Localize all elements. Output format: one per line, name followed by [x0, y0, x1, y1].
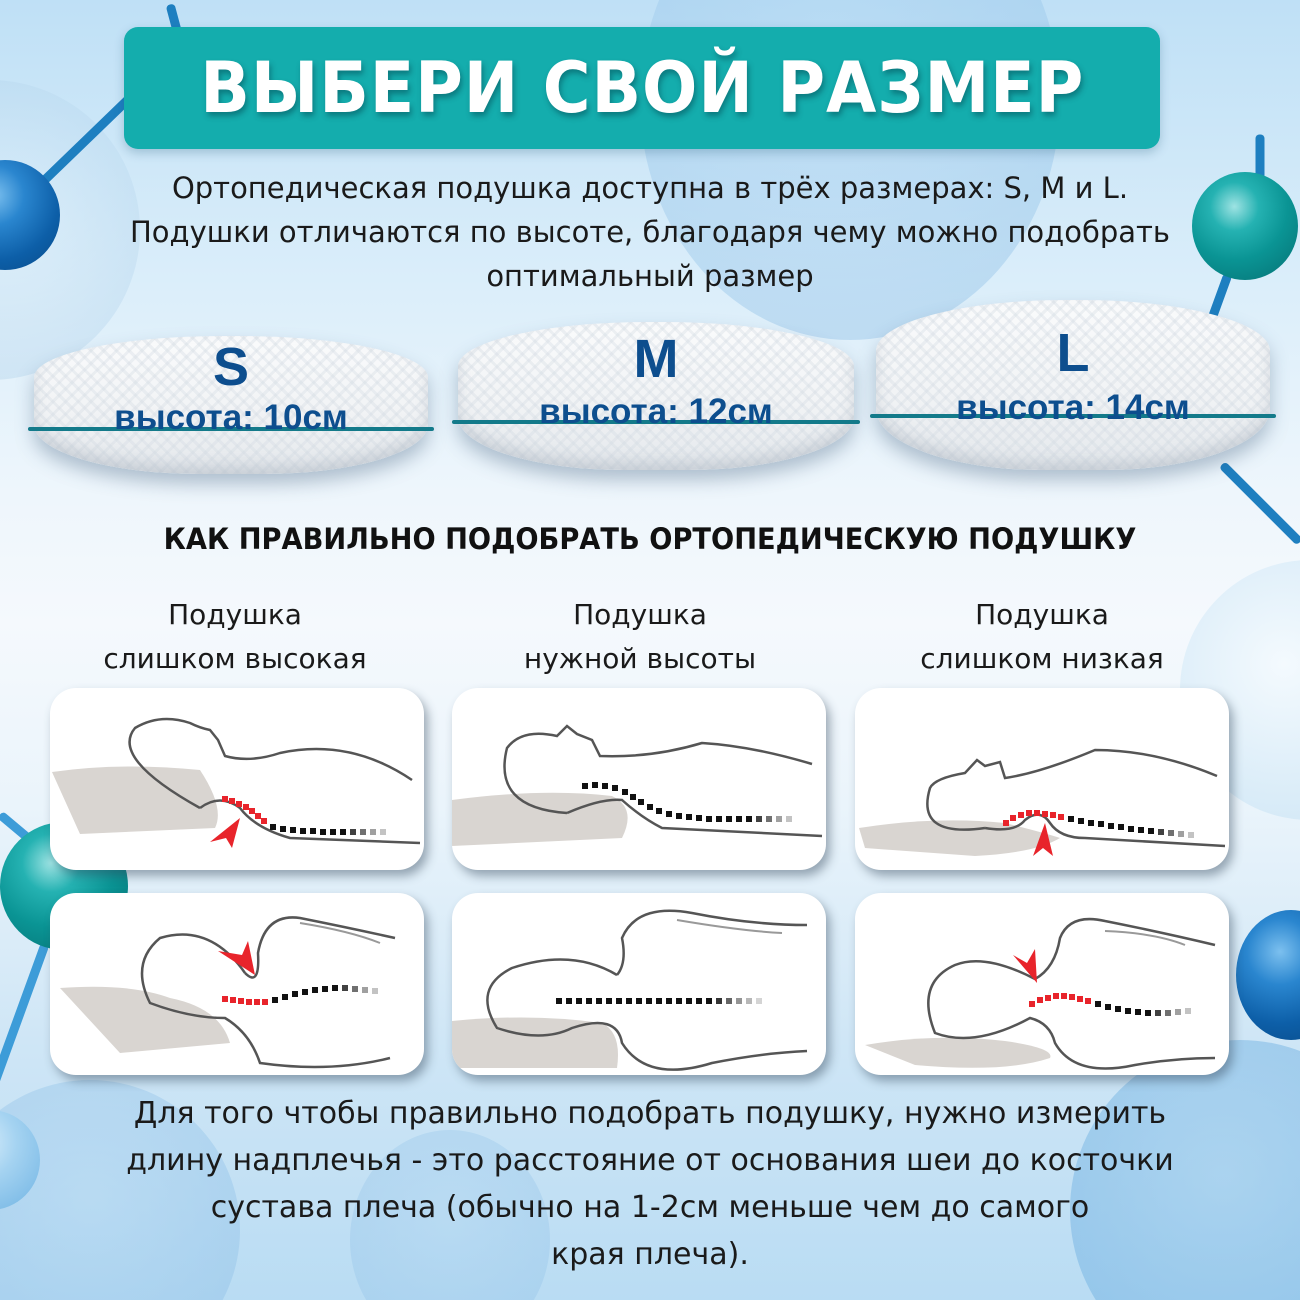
column-label-line: слишком высокая: [103, 642, 367, 675]
arrow-icon: [1033, 823, 1053, 856]
column-label-line: нужной высоты: [523, 642, 757, 675]
pillow-seam: [28, 427, 434, 431]
molecule-sphere: [1236, 910, 1300, 1040]
diagram-back-correct: [452, 688, 826, 870]
height-label: высота: 14см: [956, 388, 1190, 427]
arrow-icon: [218, 941, 255, 975]
molecule-link: [0, 942, 50, 1125]
intro-text: Ортопедическая подушка доступна в трёх р…: [60, 166, 1240, 298]
intro-line: оптимальный размер: [486, 259, 814, 293]
intro-line: Ортопедическая подушка доступна в трёх р…: [171, 171, 1129, 205]
pillow-size-l: L высота: 14см: [870, 300, 1276, 470]
sleeper-back-diagram: [52, 717, 421, 848]
column-label-line: Подушка: [168, 598, 302, 631]
pillow-seam: [452, 420, 860, 424]
column-label-line: Подушка: [975, 598, 1109, 631]
footer-line: края плеча).: [551, 1237, 749, 1272]
intro-line: Подушки отличаются по высоте, благодаря …: [130, 215, 1170, 249]
pillow-size-m: M высота: 12см: [452, 322, 860, 470]
title-banner: ВЫБЕРИ СВОЙ РАЗМЕР: [124, 27, 1160, 149]
size-label: L: [1056, 323, 1090, 383]
arrow-icon: [1013, 949, 1037, 983]
size-label: S: [212, 337, 250, 397]
molecule-sphere: [0, 1110, 40, 1210]
footer-line: сустава плеча (обычно на 1-2см меньше че…: [210, 1190, 1090, 1225]
guide-heading: КАК ПРАВИЛЬНО ПОДОБРАТЬ ОРТОПЕДИЧЕСКУЮ П…: [163, 522, 1137, 556]
size-label: M: [633, 329, 679, 389]
footer-line: длину надплечья - это расстояние от осно…: [126, 1143, 1174, 1178]
diagram-back-too-low: [855, 688, 1229, 870]
diagram-side-too-low: [855, 893, 1229, 1075]
diagram-side-too-high: [50, 893, 424, 1075]
pillow-size-s: S высота: 10см: [28, 336, 434, 474]
height-label: высота: 12см: [539, 392, 773, 431]
column-label-line: слишком низкая: [920, 642, 1164, 675]
arrow-icon: [210, 818, 240, 848]
molecule-sphere: [0, 160, 60, 270]
molecule-link: [0, 811, 42, 851]
height-label: высота: 10см: [114, 398, 348, 437]
pillow-seam: [870, 414, 1276, 418]
column-label-too-low: Подушка слишком низкая: [842, 593, 1242, 681]
column-label-line: Подушка: [573, 598, 707, 631]
column-label-too-high: Подушка слишком высокая: [35, 593, 435, 681]
page-title: ВЫБЕРИ СВОЙ РАЗМЕР: [200, 47, 1084, 129]
molecule-link: [1218, 461, 1300, 546]
column-label-correct: Подушка нужной высоты: [440, 593, 840, 681]
footer-line: Для того чтобы правильно подобрать подуш…: [133, 1096, 1167, 1131]
molecule-link: [1255, 134, 1265, 195]
diagram-back-too-high: [50, 688, 424, 870]
measurement-instructions: Для того чтобы правильно подобрать подуш…: [60, 1090, 1240, 1278]
diagram-side-correct: [452, 893, 826, 1075]
